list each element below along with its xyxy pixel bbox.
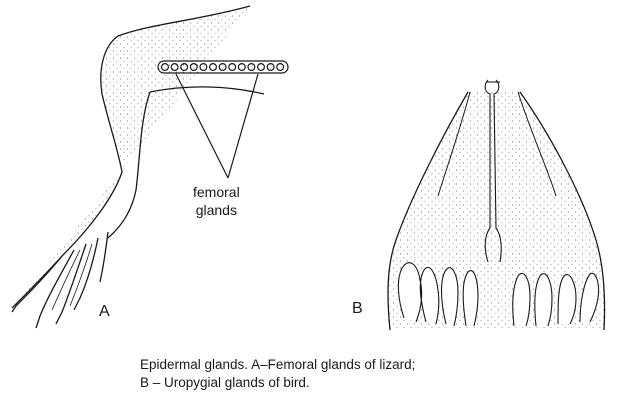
femoral-pore [219, 64, 226, 71]
panel-b-letter: B [352, 300, 363, 318]
caption-line-2: B – Uropygial glands of bird. [140, 374, 415, 392]
femoral-pore [248, 64, 255, 71]
femoral-pore [210, 64, 217, 71]
uropygial-gland-drawing [388, 80, 605, 330]
femoral-leader-lines [176, 74, 258, 178]
femoral-pore [267, 64, 274, 71]
femoral-pore [277, 64, 284, 71]
femoral-label-line2: glands [193, 201, 240, 219]
femoral-pore [238, 64, 245, 71]
femoral-pore [229, 64, 236, 71]
lizard-limb-drawing [12, 6, 264, 328]
femoral-pore [258, 64, 265, 71]
panel-a-letter: A [99, 303, 110, 321]
femoral-glands-annotation: femoral glands [193, 183, 240, 219]
figure-caption: Epidermal glands. A–Femoral glands of li… [140, 356, 415, 392]
caption-line-1: Epidermal glands. A–Femoral glands of li… [140, 356, 415, 374]
femoral-label-line1: femoral [193, 183, 240, 201]
